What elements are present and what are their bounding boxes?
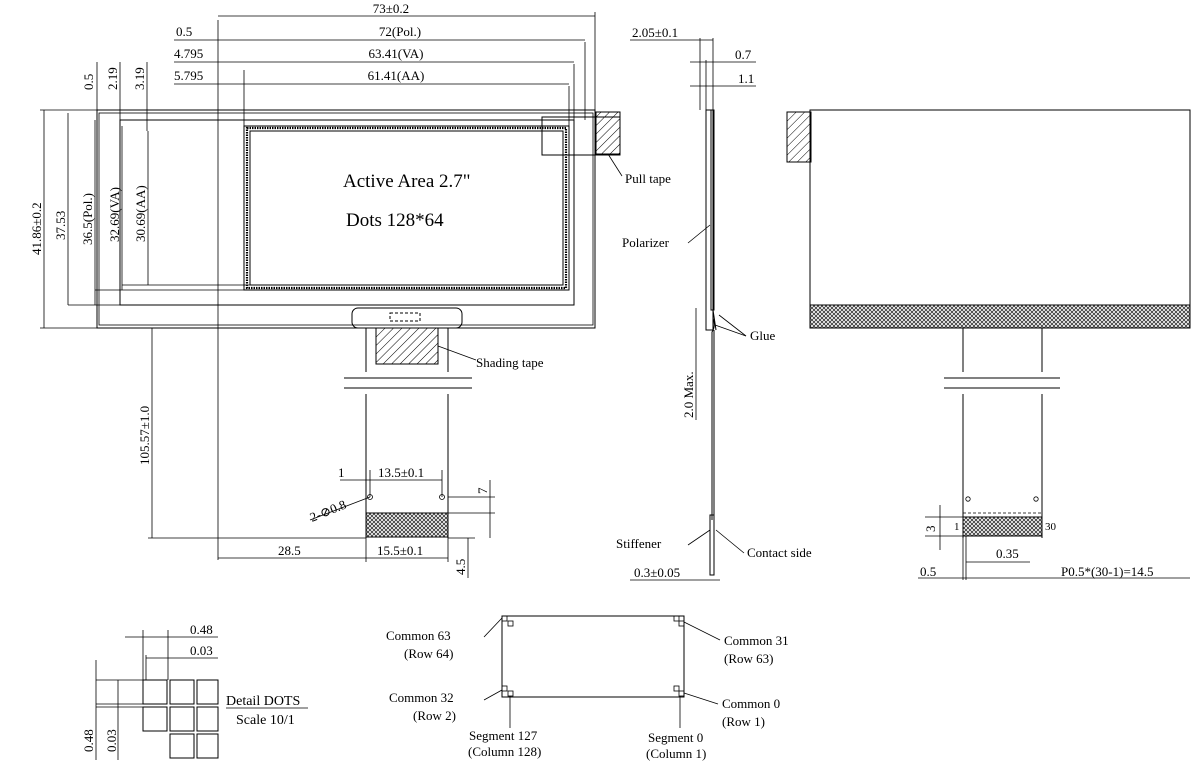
pull-tape-outline — [541, 116, 621, 156]
dim-7: 7 — [475, 487, 490, 494]
common31-label: Common 31 — [724, 633, 789, 648]
side-stiffener — [709, 514, 715, 576]
dim-va-width: 63.41(VA) — [368, 46, 423, 61]
active-area — [249, 130, 564, 286]
dim-back-0-5: 0.5 — [920, 564, 936, 579]
dim-1-1: 1.1 — [738, 71, 754, 86]
side-view: 2.05±0.1 0.7 1.1 Polarizer Glue 2.0 Max.… — [616, 25, 812, 581]
column128-label: (Column 128) — [468, 744, 541, 759]
dim-4-5: 4.5 — [453, 559, 468, 575]
front-view: 73±0.2 72(Pol.) 63.41(VA) 61.41(AA) 0.5 … — [29, 1, 671, 578]
dim-small-0-5: 0.5 — [81, 74, 96, 90]
dim-28-5: 28.5 — [278, 543, 301, 558]
contact-side-label: Contact side — [747, 545, 812, 560]
viewing-area — [243, 125, 570, 291]
polarizer-outline — [119, 119, 575, 306]
back-contacts — [962, 516, 1043, 537]
row63-label: (Row 63) — [724, 651, 773, 666]
fpc-stiffener — [365, 512, 449, 538]
back-seal — [809, 304, 1191, 329]
dim-back-3: 3 — [923, 526, 938, 533]
dim-dot-gap-v: 0.03 — [104, 729, 119, 752]
dim-overall-height: 41.86±0.2 — [29, 202, 44, 255]
pull-tape-label: Pull tape — [625, 171, 671, 186]
side-polarizer — [710, 109, 715, 311]
pitch-formula: P0.5*(30-1)=14.5 — [1061, 564, 1154, 579]
dim-pol-height: 36.5(Pol.) — [80, 193, 95, 245]
common32-label: Common 32 — [389, 690, 454, 705]
shading-tape — [375, 327, 439, 365]
holes-label: 2-⊘0.8 — [308, 497, 349, 525]
dim-4-795: 4.795 — [174, 46, 203, 61]
active-area-title: Active Area 2.7" — [343, 171, 471, 192]
dim-overall-width: 73±0.2 — [373, 1, 409, 16]
dim-dot-gap-h: 0.03 — [190, 643, 213, 658]
side-glass — [705, 109, 714, 331]
dim-fpc-thickness: 0.3±0.05 — [634, 565, 680, 580]
glass-inner-line — [98, 112, 594, 326]
glass-outline — [96, 109, 596, 329]
dim-hole-spacing: 13.5±0.1 — [378, 465, 424, 480]
shading-tape-label: Shading tape — [476, 355, 544, 370]
dim-small-2-19: 2.19 — [105, 67, 120, 90]
detail-dots-title: Detail DOTS — [226, 694, 300, 709]
row64-label: (Row 64) — [404, 646, 453, 661]
glue-label: Glue — [750, 328, 776, 343]
column1-label: (Column 1) — [646, 746, 706, 761]
segment0-label: Segment 0 — [648, 730, 703, 745]
dim-0-7: 0.7 — [735, 47, 752, 62]
active-area-dots: Dots 128*64 — [346, 210, 444, 231]
detail-dots-scale: Scale 10/1 — [236, 713, 295, 728]
row1-label: (Row 1) — [722, 714, 765, 729]
dim-37-53: 37.53 — [53, 211, 68, 240]
dim-small-3-19: 3.19 — [132, 67, 147, 90]
dim-thickness: 2.05±0.1 — [632, 25, 678, 40]
common0-label: Common 0 — [722, 696, 780, 711]
dim-dot-pitch-h: 0.48 — [190, 622, 213, 637]
back-view: 1 30 3 0.35 0.5 P0.5*(30-1)=14.5 — [786, 109, 1191, 580]
pin-last-label: 30 — [1045, 521, 1057, 533]
dim-2-max: 2.0 Max. — [681, 371, 696, 418]
stiffener-label: Stiffener — [616, 536, 662, 551]
pin-1-label: 1 — [338, 465, 345, 480]
dim-aa-width: 61.41(AA) — [368, 68, 425, 83]
detail-dots: 0.48 0.03 0.48 0.03 Detail DOTS Scale 10… — [81, 622, 308, 760]
dim-va-height: 32.69(VA) — [107, 187, 122, 242]
row2-label: (Row 2) — [413, 708, 456, 723]
dim-dot-pitch-v: 0.48 — [81, 729, 96, 752]
back-glass — [809, 109, 1191, 329]
dim-5-795: 5.795 — [174, 68, 203, 83]
pin-first-label: 1 — [954, 521, 960, 533]
pixel-map-frame — [501, 615, 685, 698]
active-area-frame — [245, 126, 568, 290]
dim-polarizer-width: 72(Pol.) — [379, 24, 421, 39]
pixel-map: Common 63 (Row 64) Common 31 (Row 63) Co… — [386, 615, 789, 761]
dim-0-5: 0.5 — [176, 24, 192, 39]
common63-label: Common 63 — [386, 628, 451, 643]
pull-tape — [595, 111, 621, 155]
dim-pitch-width: 0.35 — [996, 546, 1019, 561]
segment127-label: Segment 127 — [469, 728, 538, 743]
back-pull-tape — [786, 111, 812, 163]
dim-aa-height: 30.69(AA) — [133, 185, 148, 242]
polarizer-label: Polarizer — [622, 235, 670, 250]
dim-stiffener-width: 15.5±0.1 — [377, 543, 423, 558]
dim-fpc-length: 105.57±1.0 — [137, 406, 152, 465]
